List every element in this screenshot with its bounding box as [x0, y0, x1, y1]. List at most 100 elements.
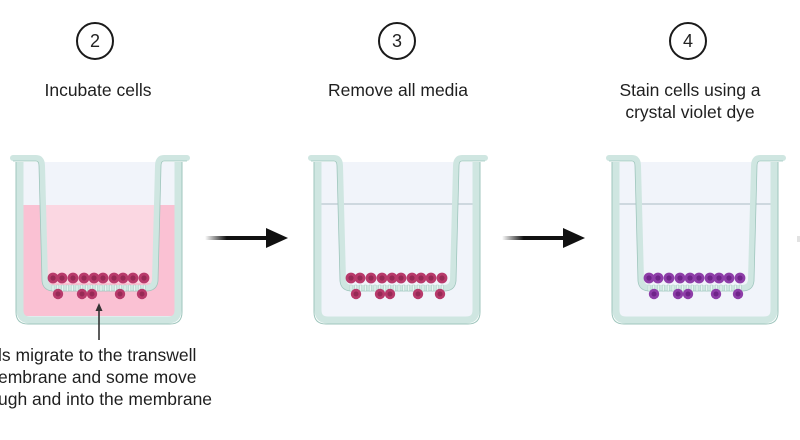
membrane-pore — [364, 284, 367, 292]
membrane-pore — [359, 284, 362, 292]
membrane-pore — [66, 284, 69, 292]
cell-nucleus — [91, 275, 97, 281]
insert-media — [44, 205, 155, 283]
membrane-pore — [729, 284, 732, 292]
membrane-pore — [114, 284, 117, 292]
well-wall — [612, 162, 778, 324]
step-number-circle: 4 — [669, 22, 707, 60]
membrane-pore — [681, 284, 684, 292]
cell-nucleus — [675, 291, 681, 297]
step-number-circle: 2 — [76, 22, 114, 60]
cell-nucleus — [368, 275, 374, 281]
step-number-circle: 3 — [378, 22, 416, 60]
membrane-pore — [123, 284, 127, 292]
cell-nucleus — [685, 291, 691, 297]
cell-nucleus — [398, 275, 404, 281]
membrane-pore — [695, 284, 699, 292]
step-title: Remove all media — [327, 80, 469, 100]
membrane-pore — [657, 284, 660, 292]
membrane-pore — [426, 284, 430, 292]
arrow-right-icon — [205, 228, 288, 248]
well-wall-outline — [313, 162, 481, 325]
membrane-pore — [70, 284, 74, 292]
cell-nucleus — [379, 275, 385, 281]
membrane-pore — [133, 284, 136, 292]
membrane-pore — [719, 284, 723, 292]
cell-nucleus — [696, 275, 702, 281]
cell-nucleus — [418, 275, 424, 281]
cell-nucleus — [111, 275, 117, 281]
membrane-pore — [392, 284, 396, 292]
membrane-pore — [412, 284, 415, 292]
membrane-pore — [710, 284, 713, 292]
membrane-pore — [109, 284, 112, 292]
membrane-pore — [397, 284, 401, 292]
membrane-pore — [407, 284, 410, 292]
cell-nucleus — [348, 275, 354, 281]
membrane-pore — [421, 284, 425, 292]
cell-nucleus — [357, 275, 363, 281]
membrane-pore — [705, 284, 708, 292]
transwell-well — [10, 155, 190, 325]
cell-nucleus — [439, 275, 445, 281]
arrow-right-icon — [502, 228, 585, 248]
membrane-pore — [75, 284, 79, 292]
cell-nucleus — [735, 291, 741, 297]
cell-nucleus — [737, 275, 743, 281]
membrane-pore — [61, 284, 64, 292]
cell-nucleus — [59, 275, 65, 281]
cell-nucleus — [655, 275, 661, 281]
cell-nucleus — [120, 275, 126, 281]
membrane-pore — [128, 284, 132, 292]
step-number: 4 — [682, 30, 693, 51]
cell-nucleus — [79, 291, 85, 297]
cell-nucleus — [89, 291, 95, 297]
membrane-pore — [373, 284, 377, 292]
membrane-pore — [431, 284, 434, 292]
step-number: 2 — [89, 30, 100, 51]
membrane-pore — [104, 284, 108, 292]
cell-nucleus — [100, 275, 106, 281]
cell-nucleus — [141, 275, 147, 281]
membrane-pore — [666, 284, 670, 292]
cell-nucleus — [651, 291, 657, 297]
cell-nucleus — [55, 291, 61, 297]
cell-nucleus — [716, 275, 722, 281]
cell-nucleus — [81, 275, 87, 281]
membrane-pore — [94, 284, 98, 292]
membrane-pore — [402, 284, 406, 292]
cell-nucleus — [139, 291, 145, 297]
cell-nucleus — [726, 275, 732, 281]
cell-nucleus — [707, 275, 713, 281]
cell-nucleus — [409, 275, 415, 281]
cell-nucleus — [687, 275, 693, 281]
cell-nucleus — [713, 291, 719, 297]
step-number: 3 — [391, 30, 402, 51]
cell-nucleus — [415, 291, 421, 297]
step-title: Incubate cells — [44, 80, 152, 100]
cell-nucleus — [377, 291, 383, 297]
transwell-well — [308, 155, 488, 325]
membrane-pore — [647, 284, 651, 292]
cell-nucleus — [437, 291, 443, 297]
cell-nucleus — [387, 291, 393, 297]
well-wall — [314, 162, 480, 324]
membrane-pore — [349, 284, 353, 292]
cell-nucleus — [428, 275, 434, 281]
cell-nucleus — [677, 275, 683, 281]
membrane-pore — [99, 284, 103, 292]
membrane-caption: ls migrate to the transwell embrane and … — [0, 345, 213, 409]
cell-nucleus — [130, 275, 136, 281]
membrane-pore — [51, 284, 55, 292]
transwell-well — [606, 155, 786, 325]
pointer-arrow-icon — [95, 303, 103, 340]
cell-nucleus — [117, 291, 123, 297]
membrane-pore — [662, 284, 665, 292]
membrane-pore — [368, 284, 372, 292]
next-step-edge — [797, 236, 800, 242]
well-wall-outline — [611, 162, 779, 325]
cell-nucleus — [50, 275, 56, 281]
membrane-pore — [690, 284, 694, 292]
step-title: Stain cells using a crystal violet dye — [619, 80, 761, 122]
